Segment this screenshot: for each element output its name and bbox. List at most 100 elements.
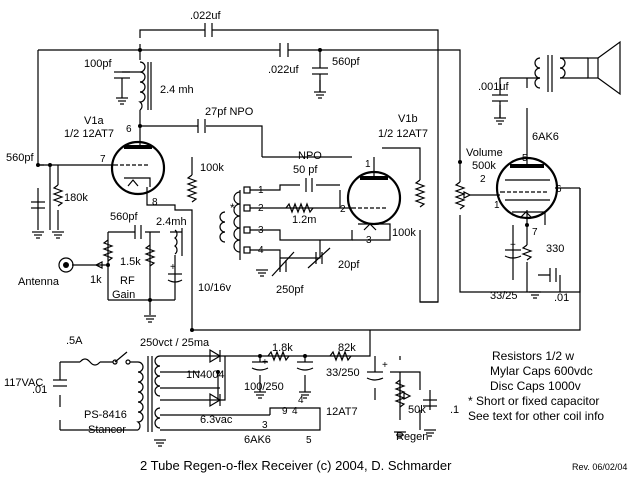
label-c-10-16v: 10/16v	[198, 282, 232, 294]
label-c-022uf-top: .022uf	[190, 10, 222, 22]
pin-htr-3: 3	[262, 420, 268, 431]
pin-polarity-1: +	[510, 240, 516, 251]
pin-v1a-cathode: 8	[152, 197, 158, 208]
speaker-icon	[587, 40, 621, 96]
label-c-560pf-left: 560pf	[6, 152, 34, 164]
label-heater-6ak6: 6AK6	[244, 434, 271, 446]
potentiometer-volume	[454, 181, 472, 210]
tube-v1a	[110, 138, 166, 196]
label-r-100k-right: 100k	[392, 227, 416, 239]
capacitor-regen-cap	[366, 371, 384, 381]
pin-coil-2: 2	[258, 203, 264, 214]
label-l-2-4mh-rf: 2.4mh	[156, 216, 187, 228]
label-c-npo: NPO	[298, 150, 322, 162]
capacitor-100-250	[251, 361, 269, 399]
label-mains: 117VAC	[4, 377, 43, 389]
label-regen: Regen	[396, 431, 428, 443]
label-l-2-4mh: 2.4 mh	[160, 84, 194, 96]
capacitor-001uf	[492, 94, 508, 125]
label-c-01-right: .01	[554, 292, 569, 304]
note-line-3: Disc Caps 1000v	[490, 379, 581, 393]
note-line-2: Mylar Caps 600vdc	[490, 364, 593, 378]
power-switch	[112, 351, 131, 365]
fuse	[79, 358, 101, 366]
resistor-1-8k	[267, 350, 290, 362]
note-line-1: Resistors 1/2 w	[492, 349, 574, 363]
pin-htr-5: 5	[306, 435, 312, 446]
schematic-title: 2 Tube Regen-o-flex Receiver (c) 2004, D…	[140, 458, 452, 473]
label-heater-v: 6.3vac	[200, 414, 233, 426]
capacitor-01-right	[549, 268, 557, 282]
label-c-100pf: 100pf	[84, 58, 112, 70]
capacitor-022uf-top	[204, 23, 213, 37]
label-c-20pf: 20pf	[338, 259, 360, 271]
pin-v2-k: 1	[494, 200, 500, 211]
diode-1n4004-b	[209, 392, 222, 408]
label-r-180k: 180k	[64, 192, 88, 204]
pin-v1b-plate: 1	[365, 159, 371, 170]
label-r-100k-left: 100k	[200, 162, 224, 174]
label-v1b-name: V1b	[398, 113, 418, 125]
junction-dots	[36, 48, 529, 374]
label-fuse: .5A	[66, 335, 83, 347]
coil-pins	[243, 186, 251, 254]
pin-htr-4: 4	[298, 395, 304, 406]
label-regen-cap: .1	[450, 404, 459, 416]
resistor-100k-right	[414, 179, 426, 208]
capacitor-560pf-left	[31, 201, 45, 239]
resistor-1-2m	[285, 202, 314, 214]
label-volume-value: 500k	[472, 160, 496, 172]
coil-star-marker: *	[230, 201, 235, 215]
label-r-1-5k: 1.5k	[120, 256, 141, 268]
tube-v1b	[346, 157, 402, 241]
pin-numbers: 6 7 8 1 2 3 5 2 6 7 1 1 2 3 4 4 9 3 4 5 …	[100, 124, 562, 446]
label-r-1-8k: 1.8k	[272, 342, 293, 354]
pin-polarity-4: +	[382, 360, 388, 371]
capacitor-regen-1	[423, 399, 437, 437]
capacitor-01-left	[53, 379, 67, 387]
label-c-022uf-mid: .022uf	[268, 64, 300, 76]
capacitor-27pf	[197, 119, 206, 133]
label-c-560pf-rf: 560pf	[110, 211, 138, 223]
label-c-001uf: .001uf	[478, 81, 510, 93]
label-c-27pf: 27pf NPO	[205, 106, 254, 118]
label-transformer-part-2: Stancor	[88, 424, 126, 436]
pin-v2-g2: 6	[556, 184, 562, 195]
pin-polarity-2: +	[170, 262, 176, 273]
resistor-82k	[329, 350, 352, 362]
label-r-1-2m: 1.2m	[292, 214, 316, 226]
label-volume: Volume	[466, 147, 503, 159]
capacitor-33-25	[504, 249, 522, 259]
resistor-180k	[51, 184, 65, 239]
capacitor-100pf	[114, 71, 130, 105]
pin-coil-1: 1	[258, 185, 264, 196]
pin-v2-cathode: 7	[532, 227, 538, 238]
resistor-330	[521, 244, 533, 261]
inductor-2-4mh-rf	[174, 228, 183, 256]
note-line-5: See text for other coil info	[468, 409, 604, 423]
label-c-33-250: 33/250	[326, 367, 360, 379]
potentiometer-rf-gain	[94, 239, 114, 269]
pin-coil-3: 3	[258, 225, 264, 236]
label-transformer-part-1: PS-8416	[84, 409, 127, 421]
label-transformer-rating: 250vct / 25ma	[140, 337, 210, 349]
diode-1n4004-a	[209, 348, 222, 364]
notes-block: Resistors 1/2 w Mylar Caps 600vdc Disc C…	[468, 349, 604, 423]
pin-coil-4: 4	[258, 245, 264, 256]
component-labels: .022uf 100pf 2.4 mh .022uf 560pf .001uf …	[4, 10, 569, 446]
pin-v1a-plate: 6	[126, 124, 132, 135]
label-diode: 1N4004	[186, 369, 225, 381]
label-v2-type: 6AK6	[532, 131, 559, 143]
label-rf-gain-1: RF	[120, 275, 135, 287]
pin-v1b-cathode: 3	[366, 235, 372, 246]
label-regen-pot: 50k	[408, 404, 426, 416]
label-c-560pf-top: 560pf	[332, 56, 360, 68]
label-c-100-250: 100/250	[244, 381, 284, 393]
resistor-100k-left	[186, 157, 198, 203]
pin-v1b-grid: 2	[340, 204, 346, 215]
label-c-50pf: 50 pf	[293, 164, 318, 176]
variable-capacitor-20pf	[307, 247, 331, 269]
coil-form	[219, 191, 241, 253]
pin-v2-grid: 2	[480, 174, 486, 185]
label-r-82k: 82k	[338, 342, 356, 354]
